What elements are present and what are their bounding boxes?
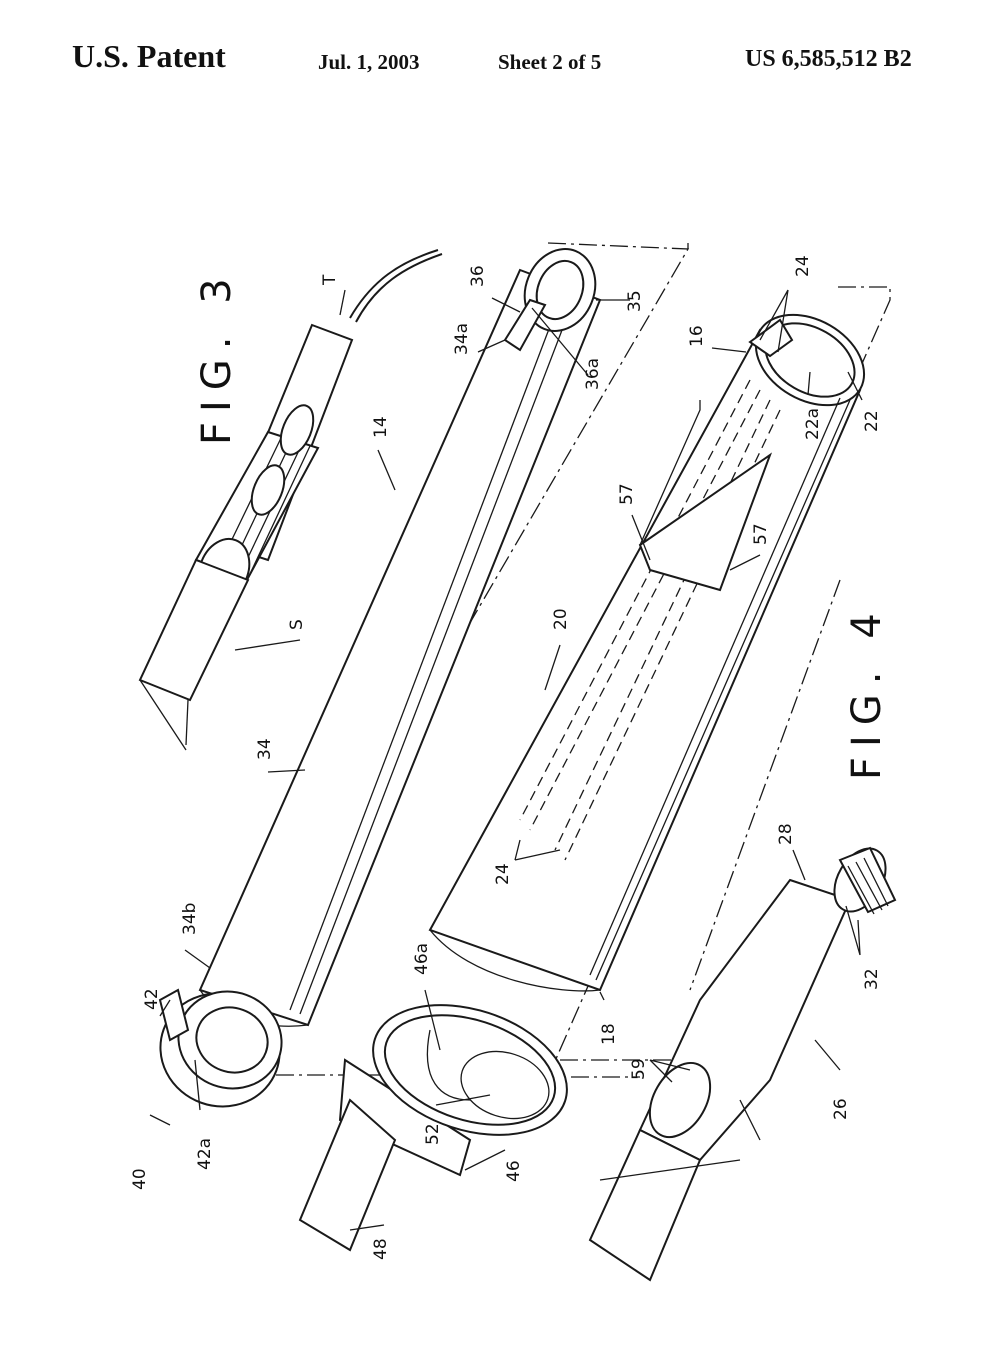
label-59: 59 <box>629 1058 649 1080</box>
patent-number: US 6,585,512 B2 <box>745 46 912 72</box>
label-36a: 36a <box>583 358 603 390</box>
label-24-top: 24 <box>793 255 813 277</box>
label-28: 28 <box>776 823 796 845</box>
sensor-assembly <box>138 249 443 751</box>
label-32: 32 <box>862 968 882 990</box>
patent-title: U.S. Patent <box>72 38 226 74</box>
label-57-b: 57 <box>751 523 771 545</box>
sheet-number: Sheet 2 of 5 <box>498 50 602 74</box>
label-S: S <box>287 619 307 630</box>
label-57-a: 57 <box>617 483 637 505</box>
label-52: 52 <box>423 1123 443 1145</box>
cap-40 <box>158 988 283 1108</box>
label-42a: 42a <box>195 1138 215 1170</box>
label-T: T <box>320 274 340 286</box>
label-20: 20 <box>551 608 571 630</box>
label-22: 22 <box>862 410 882 432</box>
label-34: 34 <box>255 738 275 760</box>
tube-34 <box>198 248 602 1027</box>
label-26: 26 <box>831 1098 851 1120</box>
label-48: 48 <box>371 1238 391 1260</box>
connector-46 <box>298 1004 568 1252</box>
label-46a: 46a <box>412 943 432 975</box>
label-14: 14 <box>371 416 391 438</box>
fig3-caption: FIG. 3 <box>194 268 240 445</box>
label-46: 46 <box>504 1160 524 1182</box>
label-16: 16 <box>687 325 707 347</box>
label-34b: 34b <box>180 903 200 935</box>
label-22a: 22a <box>803 408 823 440</box>
label-18: 18 <box>599 1023 619 1045</box>
leader-lines <box>149 289 863 1231</box>
tube-20 <box>428 313 866 992</box>
label-34a: 34a <box>452 323 472 355</box>
label-42: 42 <box>142 988 162 1010</box>
label-35: 35 <box>625 290 645 312</box>
fitting-26 <box>588 846 897 1282</box>
label-24-bottom: 24 <box>493 863 513 885</box>
label-36: 36 <box>468 265 488 287</box>
fig4-frame-bottom <box>560 579 841 1061</box>
patent-date: Jul. 1, 2003 <box>318 50 420 74</box>
label-40: 40 <box>130 1168 150 1190</box>
fig4-caption: FIG. 4 <box>844 603 890 780</box>
